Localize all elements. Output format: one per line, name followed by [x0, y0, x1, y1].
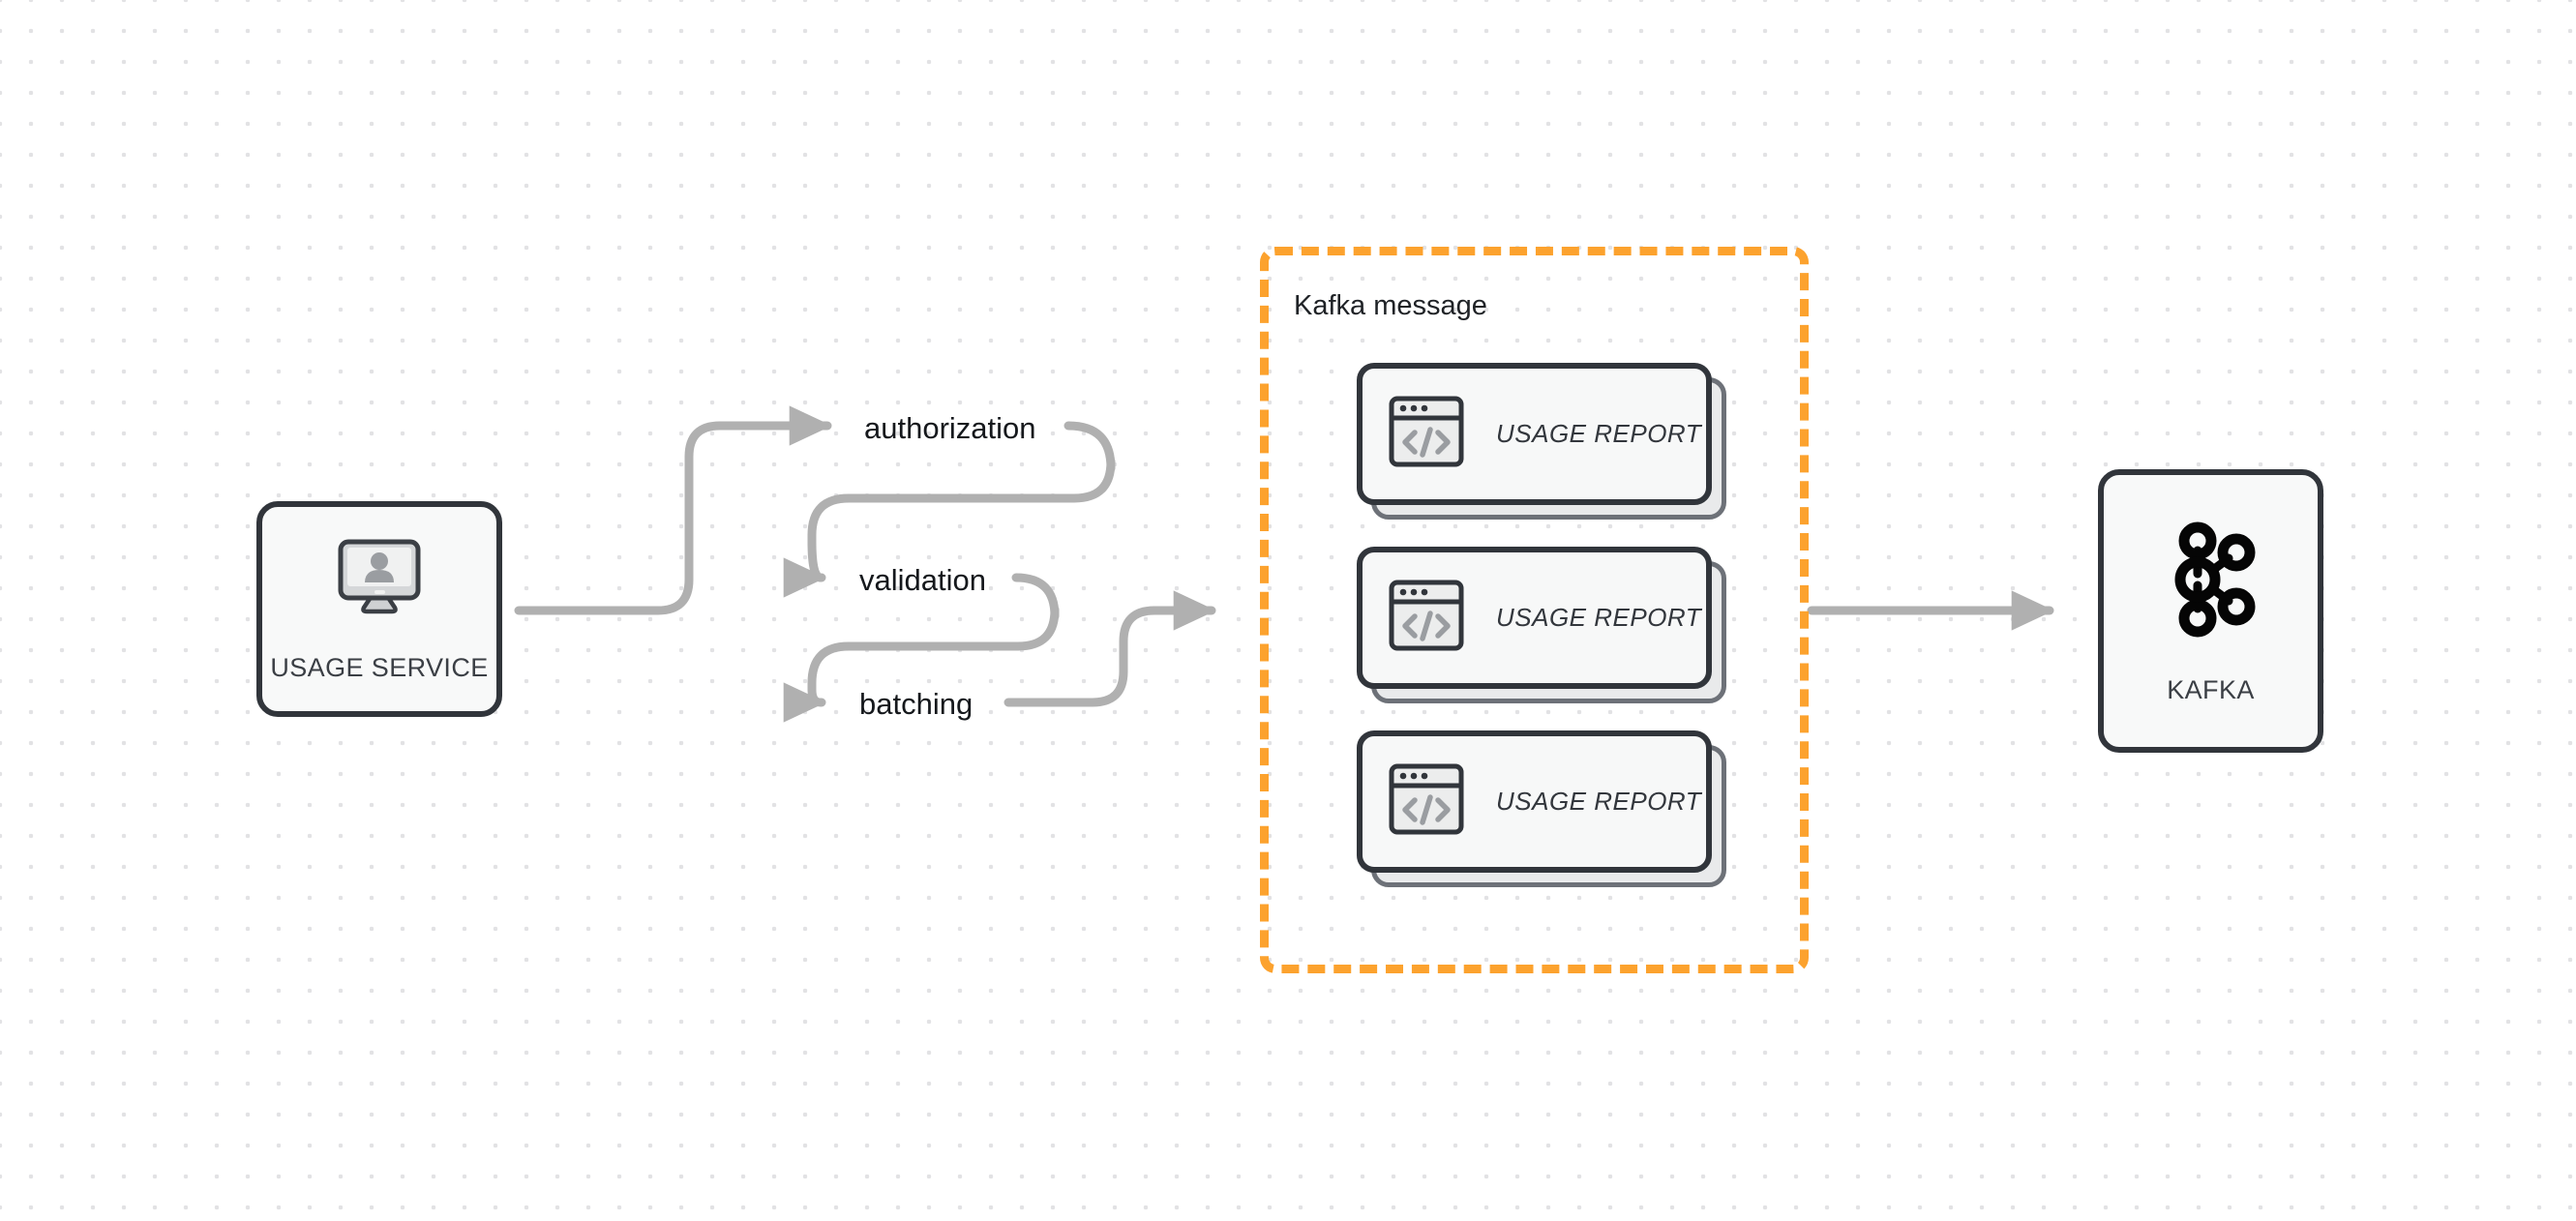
card-usage-report[interactable]: USAGE REPORT: [1357, 363, 1726, 520]
card-usage-report-label: USAGE REPORT: [1496, 419, 1702, 448]
monitor-user-icon: [333, 536, 426, 628]
pipeline-step-validation: validation: [859, 563, 986, 597]
node-usage-service-label: USAGE SERVICE: [270, 652, 489, 682]
card-usage-report[interactable]: USAGE REPORT: [1357, 547, 1726, 703]
pipeline-step-batching: batching: [859, 687, 973, 721]
card-usage-report-label: USAGE REPORT: [1496, 787, 1702, 816]
code-window-icon: [1388, 393, 1465, 475]
card-usage-report-label: USAGE REPORT: [1496, 603, 1702, 632]
pipeline-step-authorization: authorization: [864, 411, 1036, 445]
kafka-logo-icon: [2159, 518, 2263, 646]
group-kafka-message-title: Kafka message: [1294, 290, 1487, 321]
card-usage-report-face[interactable]: USAGE REPORT: [1357, 363, 1712, 505]
code-window-icon: [1388, 760, 1465, 843]
node-usage-service[interactable]: USAGE SERVICE: [256, 501, 502, 717]
node-kafka-label: KAFKA: [2167, 674, 2255, 704]
edge-usage-service-to-authorization: [514, 405, 832, 615]
card-usage-report-face[interactable]: USAGE REPORT: [1357, 730, 1712, 873]
edge-authorization-to-validation: [783, 421, 1116, 598]
edge-batching-to-kafka-message: [1003, 590, 1216, 707]
card-usage-report-face[interactable]: USAGE REPORT: [1357, 547, 1712, 689]
code-window-icon: [1388, 577, 1465, 659]
node-kafka[interactable]: KAFKA: [2098, 469, 2323, 753]
card-usage-report[interactable]: USAGE REPORT: [1357, 730, 1726, 887]
group-kafka-message[interactable]: [1260, 247, 1809, 973]
